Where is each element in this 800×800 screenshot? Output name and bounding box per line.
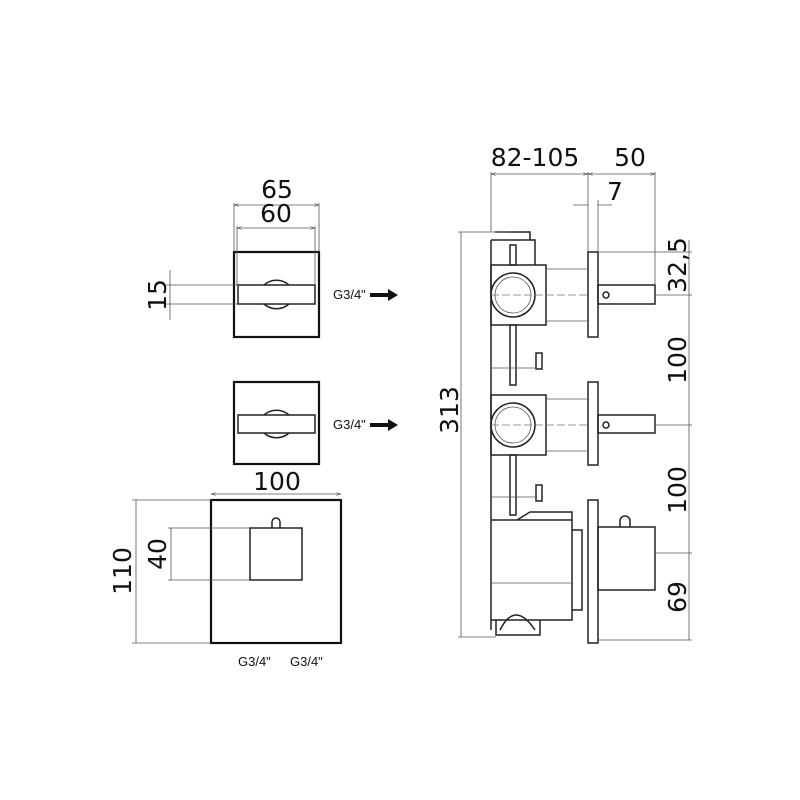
bottom-plate-front-view: 100 110 40 G3/4" G3/4" (108, 467, 343, 669)
lever-handle (237, 284, 316, 305)
dim-313: 313 (435, 386, 464, 434)
dim-32-5: 32,5 (663, 237, 692, 293)
lever-handle (237, 414, 316, 434)
dim-69: 69 (663, 581, 692, 613)
middle-plate-front-view: G3/4" (232, 380, 398, 466)
dim-65: 65 (261, 175, 293, 204)
dim-40: 40 (143, 538, 172, 570)
dim-100-upper: 100 (663, 336, 692, 384)
dim-15: 15 (143, 279, 172, 311)
top-plate-front-view: 65 60 15 G3/4" (143, 175, 398, 339)
dim-100-lower: 100 (663, 466, 692, 514)
outlet-label: G3/4" (333, 287, 366, 302)
thermostat-knob (249, 527, 303, 581)
outlet-label: G3/4" (333, 417, 366, 432)
side-view: 82-105 50 7 313 32,5 100 100 69 (435, 143, 692, 644)
dim-50: 50 (614, 143, 646, 172)
outlet-label-1: G3/4" (238, 654, 271, 669)
dim-60: 60 (260, 199, 292, 228)
dim-82-105: 82-105 (491, 143, 580, 172)
dim-100: 100 (253, 467, 301, 496)
outlet-label-2: G3/4" (290, 654, 323, 669)
dim-110: 110 (108, 547, 137, 595)
dim-7: 7 (607, 177, 623, 206)
